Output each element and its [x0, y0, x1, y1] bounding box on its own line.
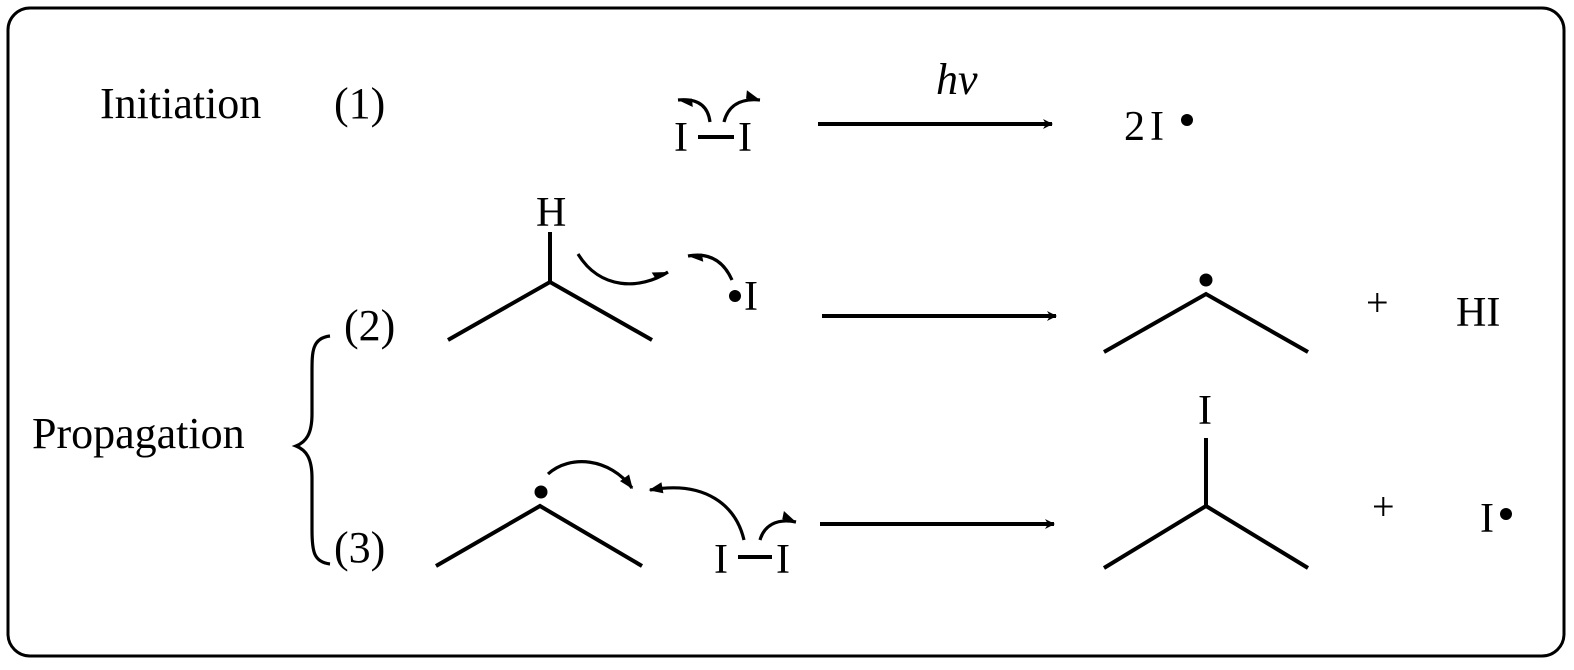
step3-iodine-left: I: [714, 537, 728, 583]
propagation-brace: [291, 334, 331, 566]
step1-product-coefficient: 2: [1124, 104, 1145, 150]
step2-curved-arrow-h: [576, 253, 669, 286]
step3-radical-dot: [534, 485, 548, 499]
step2-number: (2): [344, 301, 395, 350]
step2-byproduct-hi: HI: [1456, 290, 1500, 336]
step3-curved-arrow-bond: [648, 482, 746, 541]
step2-iodine-radical-dot: [729, 290, 741, 302]
step3-fishhook-arrow: [758, 511, 797, 541]
step3-iodine-radical: I: [1480, 496, 1494, 542]
step3-radical-skeleton: [435, 503, 644, 568]
step2-product-radical-skeleton: [1103, 291, 1309, 354]
step3-iodine-radical-dot: [1500, 508, 1512, 520]
step2-propane-skeleton: [447, 279, 653, 342]
step1-fishhook-arrow-right: [722, 90, 761, 123]
step3-plus: +: [1372, 484, 1395, 529]
step1-fishhook-arrow-left: [677, 98, 712, 123]
diagram-frame: [6, 6, 1566, 658]
step2-plus: +: [1366, 280, 1389, 325]
step2-curved-arrow-i: [687, 253, 734, 281]
step2-product-radical-dot: [1199, 273, 1213, 287]
step1-product-iodine: I: [1150, 104, 1164, 150]
step3-product-iodine: I: [1198, 388, 1212, 434]
initiation-label: Initiation: [100, 79, 261, 128]
step3-iodine-right: I: [776, 537, 790, 583]
step1-number: (1): [334, 79, 385, 128]
step3-curved-arrow-radical: [546, 460, 634, 490]
step1-radical-dot: [1181, 114, 1193, 126]
step3-product-skeleton: [1102, 503, 1310, 570]
propagation-label: Propagation: [32, 409, 245, 458]
step2-hydrogen-atom: H: [536, 190, 566, 236]
step1-iodine-left: I: [674, 115, 688, 161]
step2-iodine-atom: I: [744, 274, 758, 320]
step1-iodine-right: I: [738, 115, 752, 161]
step1-condition-hv: hv: [936, 55, 978, 104]
step3-number: (3): [334, 523, 385, 572]
